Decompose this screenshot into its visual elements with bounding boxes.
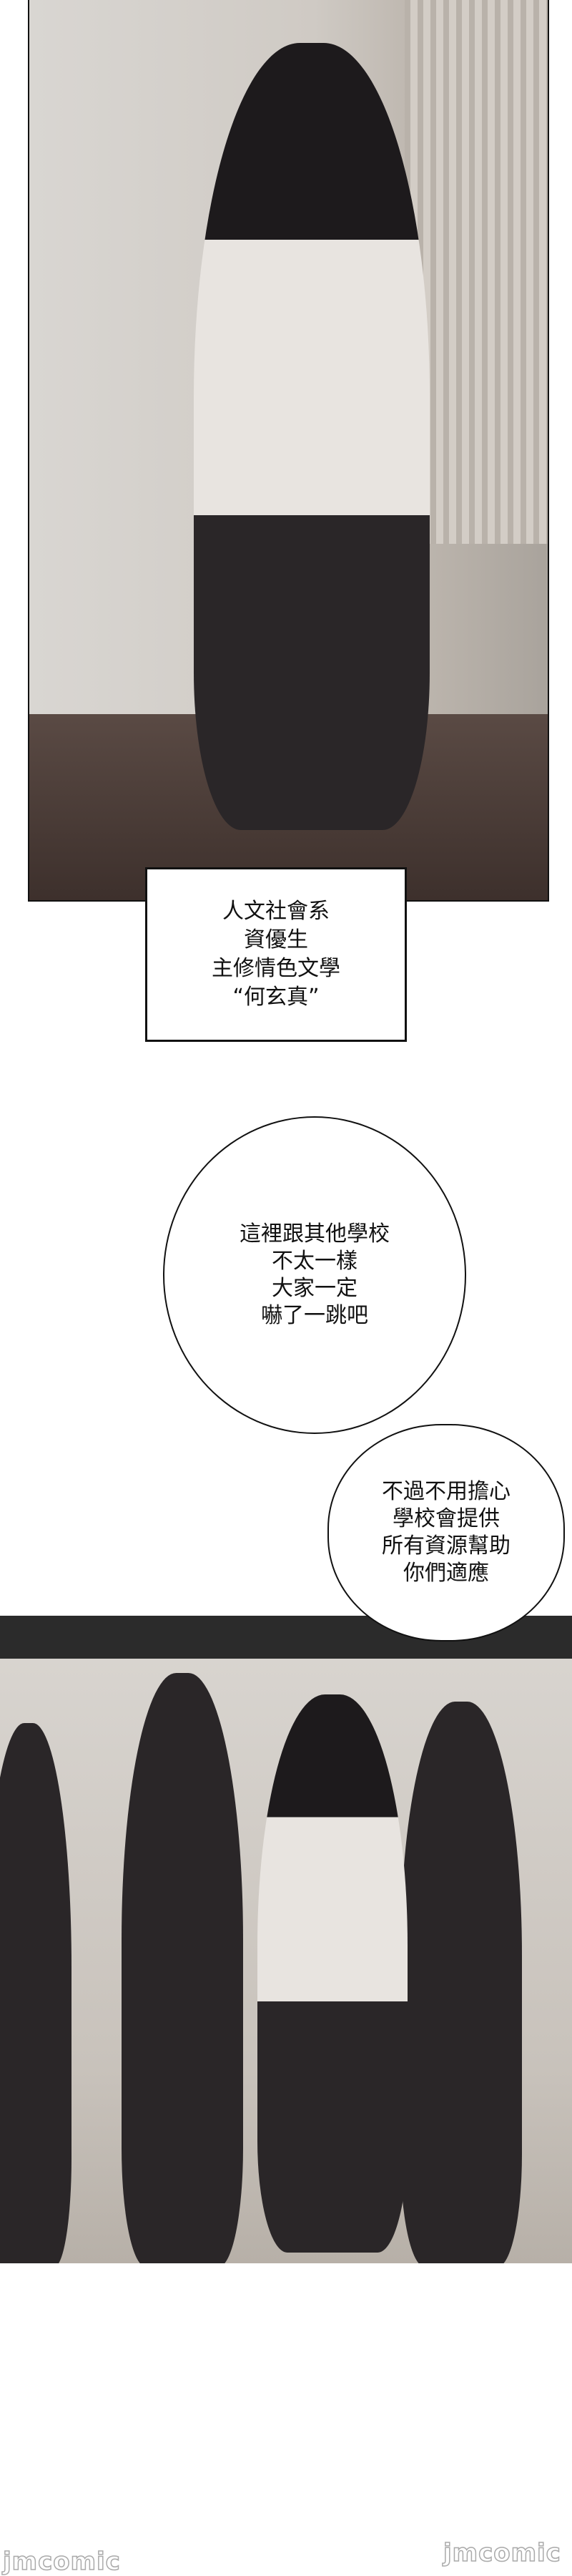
caption-line: “何玄真” (232, 985, 320, 1010)
bubble-line: 不過不用擔心 (382, 1479, 511, 1504)
caption-box: 人文社會系 資優生 主修情色文學 “何玄真” (145, 867, 407, 1042)
bubble-line: 不太一樣 (272, 1249, 358, 1274)
silhouette-figure (400, 1702, 522, 2263)
character-figure (194, 43, 430, 830)
bubble-line: 大家一定 (272, 1276, 358, 1301)
speech-bubble-2: 不過不用擔心 學校會提供 所有資源幫助 你們適應 (327, 1424, 565, 1641)
caption-line: 資優生 (244, 927, 308, 952)
bubble-line: 這裡跟其他學校 (240, 1221, 390, 1246)
silhouette-figure (122, 1673, 243, 2263)
speech-bubble-1: 這裡跟其他學校 不太一樣 大家一定 嚇了一跳吧 (163, 1116, 466, 1434)
watermark-logo-right: jmcomic (443, 2538, 561, 2568)
comic-panel-2 (0, 1616, 572, 2263)
silhouette-figure (0, 1723, 72, 2263)
bubble-line: 你們適應 (403, 1561, 489, 1586)
bubble-line: 學校會提供 (393, 1506, 500, 1531)
watermark-logo-left: jmcomic (2, 2547, 121, 2576)
bubble-line: 嚇了一跳吧 (261, 1303, 368, 1328)
caption-line: 人文社會系 (222, 899, 330, 924)
bubble-line: 所有資源幫助 (382, 1533, 511, 1558)
comic-panel-1 (28, 0, 549, 902)
caption-line: 主修情色文學 (212, 956, 340, 981)
character-figure (257, 1694, 408, 2253)
